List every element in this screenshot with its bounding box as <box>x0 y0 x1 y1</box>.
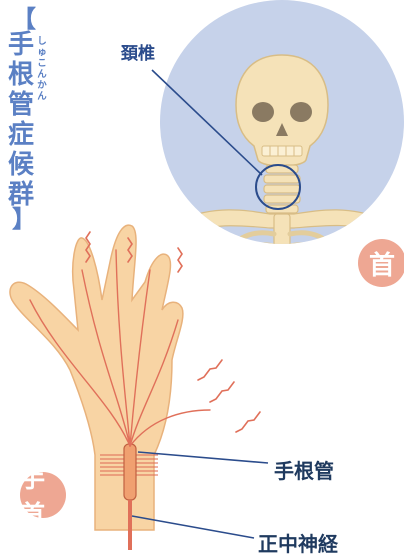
ruby-char: ん <box>36 69 48 80</box>
title-open-bracket: 【 <box>2 8 44 30</box>
wrist-badge: 手首 <box>20 472 66 518</box>
ruby-char: か <box>36 80 48 91</box>
teeth <box>262 146 302 156</box>
title-char: 症 <box>2 120 44 150</box>
carpal-tunnel <box>124 444 136 500</box>
vertical-title: 【 手 根 管 症 候 群 し ゅ こ ん か ん 】 <box>2 8 44 230</box>
ruby-char: ん <box>36 91 48 102</box>
title-ruby: し ゅ こ ん か ん <box>36 36 48 102</box>
carpal-tunnel-label: 手根管 <box>274 455 334 484</box>
eye-socket-left <box>252 102 274 122</box>
carpal-tunnel-leader-line <box>138 452 268 463</box>
title-char: 群 <box>2 180 44 210</box>
neck-badge: 首 <box>358 239 404 287</box>
title-char: 候 <box>2 150 44 180</box>
eye-socket-right <box>290 102 312 122</box>
title-characters: 手 根 管 症 候 群 し ゅ こ ん か ん <box>2 30 44 210</box>
title-close-bracket: 】 <box>2 208 44 230</box>
ruby-char: ゅ <box>36 47 48 58</box>
cervical-label: 頚椎 <box>121 39 155 64</box>
ruby-char: し <box>36 36 48 47</box>
ruby-char: こ <box>36 58 48 69</box>
